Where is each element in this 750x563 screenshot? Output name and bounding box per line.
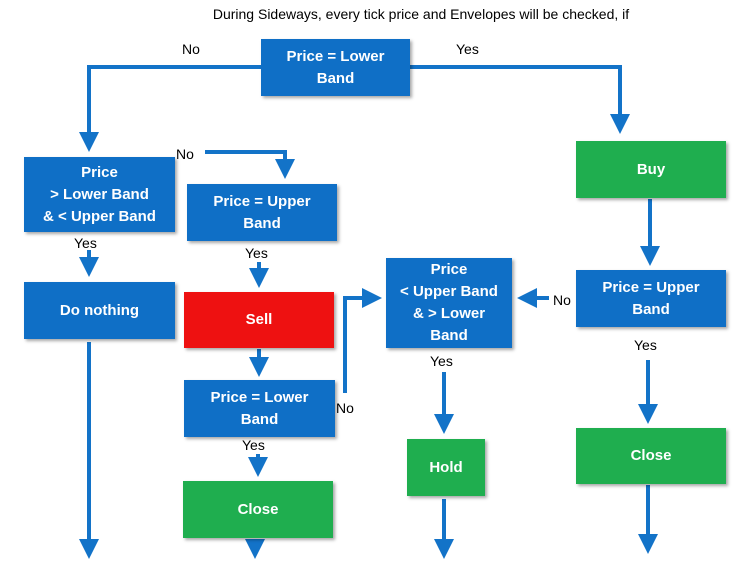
node-price-upper-band-left: Price = Upper Band xyxy=(187,184,337,241)
node-buy: Buy xyxy=(576,141,726,198)
arrow-start-yes xyxy=(410,65,630,134)
node-do-nothing: Do nothing xyxy=(24,282,175,339)
diagram-title: During Sideways, every tick price and En… xyxy=(212,6,630,22)
node-sell: Sell xyxy=(184,292,334,348)
node-close-right: Close xyxy=(576,428,726,484)
node-price-mid-band-left: Price > Lower Band & < Upper Band xyxy=(24,157,175,232)
node-start-price-lower-band: Price = Lower Band xyxy=(261,39,410,96)
label-start-yes: Yes xyxy=(456,41,479,57)
label-start-no: No xyxy=(182,41,200,57)
label-lower-after-sell-yes: Yes xyxy=(242,437,265,453)
node-price-upper-band-right: Price = Upper Band xyxy=(576,270,726,327)
label-mid-left-yes: Yes xyxy=(74,235,97,251)
node-price-lower-band-after-sell: Price = Lower Band xyxy=(184,380,335,437)
arrow-mid-left-no xyxy=(205,150,295,179)
node-close-left: Close xyxy=(183,481,333,538)
label-upper-right-yes: Yes xyxy=(634,337,657,353)
label-mid-left-no: No xyxy=(176,146,194,162)
label-mid-center-yes: Yes xyxy=(430,353,453,369)
node-price-mid-band-center: Price < Upper Band & > Lower Band xyxy=(386,258,512,348)
label-upper-right-no: No xyxy=(553,292,571,308)
label-upper-left-yes: Yes xyxy=(245,245,268,261)
node-hold: Hold xyxy=(407,439,485,496)
label-lower-after-sell-no: No xyxy=(336,400,354,416)
arrow-start-no xyxy=(79,65,261,152)
arrow-lower-sell-no xyxy=(343,288,382,393)
